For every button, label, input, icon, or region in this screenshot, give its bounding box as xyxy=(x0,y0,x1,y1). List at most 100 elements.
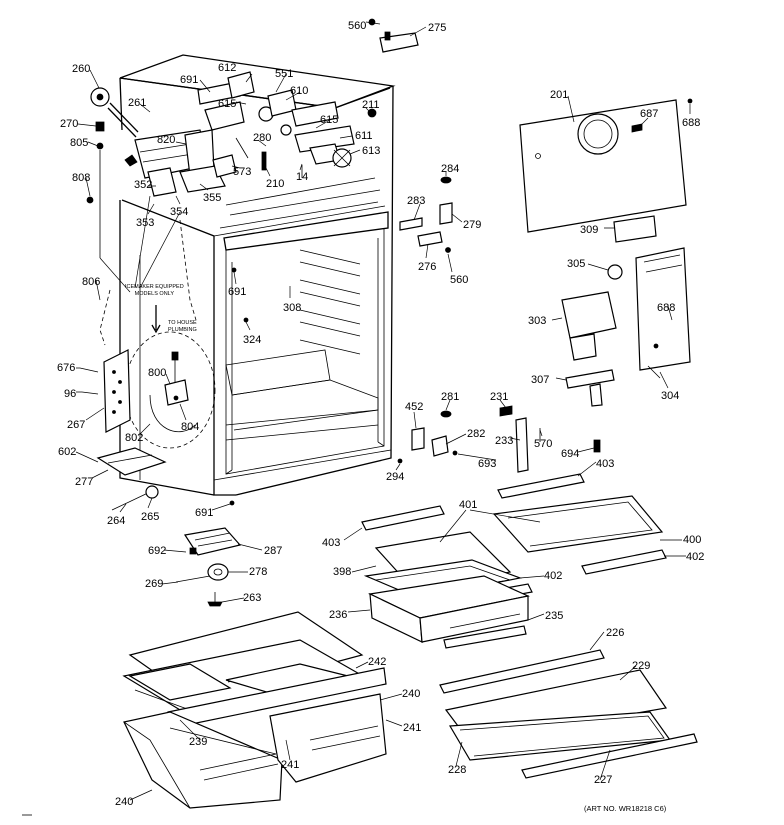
part-label-573: 573 xyxy=(233,166,252,178)
part-label-294: 294 xyxy=(386,471,405,483)
part-label-691a: 691 xyxy=(180,74,199,86)
crisper-drawers xyxy=(122,611,387,809)
part-label-228: 228 xyxy=(448,764,467,776)
part-label-303: 303 xyxy=(528,315,547,327)
part-label-610: 610 xyxy=(290,85,309,97)
part-label-260: 260 xyxy=(72,63,91,75)
part-label-560a: 560 xyxy=(348,20,367,32)
part-label-282: 282 xyxy=(467,428,486,440)
part-label-287: 287 xyxy=(264,545,283,557)
part-label-694: 694 xyxy=(561,448,580,460)
part-label-398: 398 xyxy=(333,566,352,578)
part-label-233: 233 xyxy=(495,435,514,447)
water-line xyxy=(124,331,216,449)
part-label-201: 201 xyxy=(550,89,569,101)
part-label-308: 308 xyxy=(283,302,302,314)
label-309 xyxy=(613,215,657,243)
part-label-239: 239 xyxy=(189,736,208,748)
part-label-403b: 403 xyxy=(322,537,341,549)
part-label-806: 806 xyxy=(82,276,101,288)
part-label-281: 281 xyxy=(441,391,460,403)
small-hardware xyxy=(231,176,601,473)
part-label-264: 264 xyxy=(107,515,126,527)
part-label-676: 676 xyxy=(57,362,76,374)
fan-motor-parts xyxy=(291,101,377,178)
part-label-324: 324 xyxy=(243,334,262,346)
part-label-452: 452 xyxy=(405,401,424,413)
part-label-241a: 241 xyxy=(403,722,422,734)
part-label-227: 227 xyxy=(594,774,613,786)
part-label-402b: 402 xyxy=(544,570,563,582)
cabinet-shell xyxy=(119,54,396,496)
part-label-229: 229 xyxy=(632,660,651,672)
part-label-687: 687 xyxy=(640,108,659,120)
part-label-305: 305 xyxy=(567,258,586,270)
part-label-265: 265 xyxy=(141,511,160,523)
part-label-560b: 560 xyxy=(450,274,469,286)
part-label-236: 236 xyxy=(329,609,348,621)
part-label-304: 304 xyxy=(661,390,680,402)
bottom-hinge-parts xyxy=(96,447,242,607)
part-label-240b: 240 xyxy=(115,796,134,808)
note-arrows xyxy=(99,195,197,346)
part-label-226: 226 xyxy=(606,627,625,639)
part-label-276: 276 xyxy=(418,261,437,273)
part-label-242: 242 xyxy=(368,656,387,668)
plumbing-note: TO HOUSE PLUMBING xyxy=(168,320,197,333)
part-label-403a: 403 xyxy=(596,458,615,470)
part-label-277: 277 xyxy=(75,476,94,488)
icemaker-assembly xyxy=(124,129,237,197)
part-label-615b: 615 xyxy=(320,114,339,126)
side-bracket xyxy=(79,349,131,433)
part-label-402a: 402 xyxy=(686,551,705,563)
part-label-309: 309 xyxy=(580,224,599,236)
part-label-615a: 615 xyxy=(218,98,237,110)
part-label-802: 802 xyxy=(125,432,144,444)
part-label-231: 231 xyxy=(490,391,509,403)
part-label-800: 800 xyxy=(148,367,167,379)
part-label-401: 401 xyxy=(459,499,478,511)
part-label-211: 211 xyxy=(362,99,380,111)
part-label-691c: 691 xyxy=(195,507,214,519)
part-label-612: 612 xyxy=(218,62,237,74)
part-label-400: 400 xyxy=(683,534,702,546)
part-label-820: 820 xyxy=(157,134,176,146)
leader-lines xyxy=(75,21,691,801)
water-valve-parts xyxy=(86,87,139,258)
part-label-14: 14 xyxy=(296,171,309,183)
part-label-804: 804 xyxy=(181,421,200,433)
part-label-267: 267 xyxy=(67,419,86,431)
part-label-602: 602 xyxy=(58,446,77,458)
part-label-261: 261 xyxy=(128,97,147,109)
part-label-284: 284 xyxy=(441,163,460,175)
part-label-210: 210 xyxy=(266,178,285,190)
part-label-235: 235 xyxy=(545,610,564,622)
part-label-241b: 241 xyxy=(281,759,300,771)
part-label-96: 96 xyxy=(64,388,77,400)
part-label-355: 355 xyxy=(203,192,222,204)
part-label-269: 269 xyxy=(145,578,164,590)
part-label-692: 692 xyxy=(148,545,167,557)
part-label-353: 353 xyxy=(136,217,155,229)
part-label-279: 279 xyxy=(463,219,482,231)
part-label-283: 283 xyxy=(407,195,426,207)
part-label-263: 263 xyxy=(243,592,262,604)
part-label-805: 805 xyxy=(70,137,89,149)
part-label-570: 570 xyxy=(534,438,553,450)
part-label-278: 278 xyxy=(249,566,268,578)
part-label-307: 307 xyxy=(531,374,550,386)
part-label-688b: 688 xyxy=(657,302,676,314)
part-label-808: 808 xyxy=(72,172,91,184)
top-hinge xyxy=(368,18,419,53)
art-number: (ART NO. WR18218 C6) xyxy=(584,804,667,813)
part-label-691b: 691 xyxy=(228,286,247,298)
part-label-280: 280 xyxy=(253,132,272,144)
part-label-352: 352 xyxy=(134,179,153,191)
part-label-275: 275 xyxy=(428,22,447,34)
part-label-240a: 240 xyxy=(402,688,421,700)
part-label-354: 354 xyxy=(170,206,189,218)
part-label-551: 551 xyxy=(275,68,294,80)
part-label-611: 611 xyxy=(355,130,373,142)
